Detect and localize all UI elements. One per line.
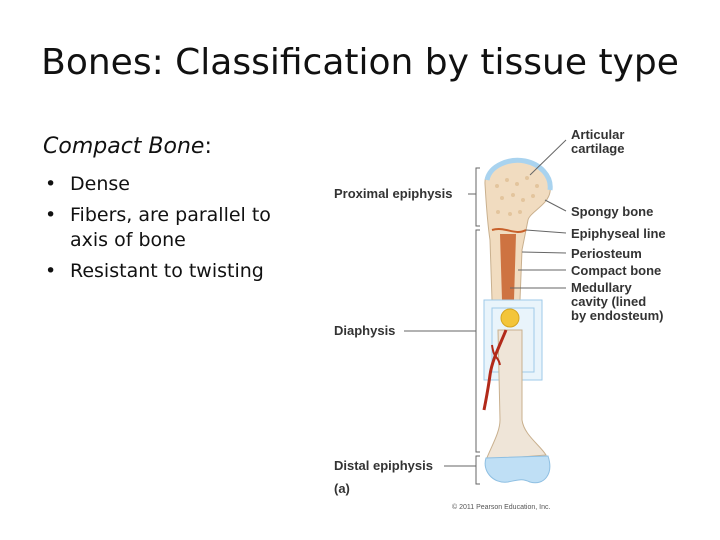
label-compact-bone: Compact bone	[571, 264, 661, 278]
label-line: cavity (lined	[571, 295, 663, 309]
label-line: cartilage	[571, 142, 624, 156]
label-medullary-cavity: Medullary cavity (lined by endosteum)	[571, 281, 663, 323]
label-panel-a: (a)	[334, 482, 350, 496]
label-line: Medullary	[571, 281, 663, 295]
medullary-cavity-shape	[500, 234, 516, 300]
distal-epiphysis-shape	[485, 456, 550, 483]
label-line: Articular	[571, 128, 624, 142]
label-diaphysis: Diaphysis	[334, 324, 395, 338]
copyright-text: © 2011 Pearson Education, Inc.	[452, 504, 550, 511]
label-line: by endosteum)	[571, 309, 663, 323]
label-epiphyseal-line: Epiphyseal line	[571, 227, 666, 241]
label-distal-epiphysis: Distal epiphysis	[334, 459, 433, 473]
label-periosteum: Periosteum	[571, 247, 642, 261]
label-proximal-epiphysis: Proximal epiphysis	[334, 187, 453, 201]
label-spongy-bone: Spongy bone	[571, 205, 653, 219]
brackets	[476, 168, 480, 484]
leader-lines-left	[404, 194, 476, 466]
label-articular-cartilage: Articular cartilage	[571, 128, 624, 156]
yellow-marrow-shape	[501, 309, 519, 327]
